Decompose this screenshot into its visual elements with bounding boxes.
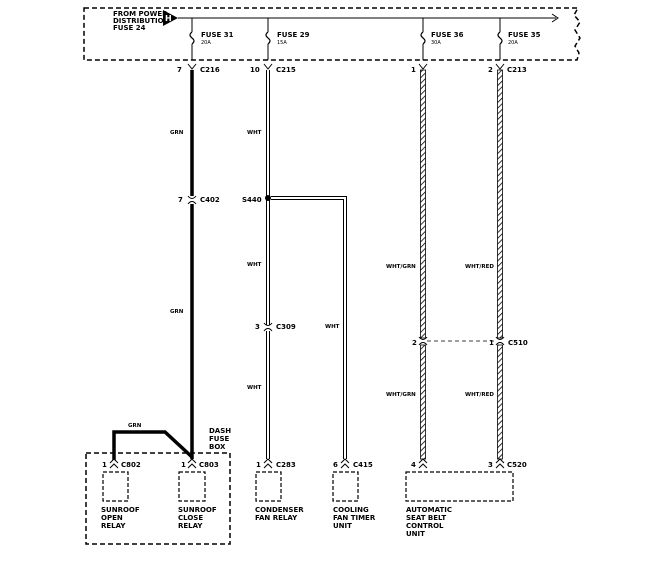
cooling-label-1: COOLING <box>333 506 369 514</box>
color-wht-mid: WHT <box>247 262 262 268</box>
svg-text:3: 3 <box>488 461 493 469</box>
svg-text:2: 2 <box>412 339 417 347</box>
svg-text:C283: C283 <box>276 461 296 469</box>
dash-fuse-box-label-1: DASH <box>209 427 231 435</box>
condenser-label-1: CONDENSER <box>255 506 304 514</box>
connector-c415: 6 C415 <box>333 458 373 469</box>
sunroof-open-relay-box <box>102 471 129 502</box>
color-grn-mid: GRN <box>170 309 184 315</box>
connector-c283: 1 C283 <box>256 458 296 469</box>
svg-text:1: 1 <box>181 461 186 469</box>
color-whtgrn-top: WHT/GRN <box>386 264 416 270</box>
connector-c213: 1 2 C213 <box>411 63 527 74</box>
sunroof-close-label-3: RELAY <box>178 522 203 530</box>
svg-text:C802: C802 <box>121 461 141 469</box>
svg-text:6: 6 <box>333 461 338 469</box>
connector-c802: 1 C802 <box>102 458 141 469</box>
svg-text:FUSE 36: FUSE 36 <box>431 31 464 39</box>
condenser-label-2: FAN RELAY <box>255 514 298 522</box>
svg-text:10: 10 <box>250 66 260 74</box>
svg-text:C213: C213 <box>507 66 527 74</box>
fuse-35: FUSE 35 20A <box>497 18 541 60</box>
svg-text:15A: 15A <box>277 40 287 46</box>
sunroof-close-relay-box <box>178 471 206 502</box>
connector-c215: 10 C215 <box>250 63 296 74</box>
svg-text:1: 1 <box>102 461 107 469</box>
wire-whtgrn-upper <box>420 69 426 339</box>
wire-whtred-upper <box>497 69 503 339</box>
connector-c402 <box>187 195 197 205</box>
seatbelt-label-3: CONTROL <box>406 522 444 530</box>
condenser-fan-relay-box <box>255 471 282 502</box>
svg-text:1: 1 <box>411 66 416 74</box>
s440-label: S440 <box>242 196 262 204</box>
cooling-label-2: FAN TIMER <box>333 514 376 522</box>
connector-c309 <box>263 322 273 332</box>
svg-text:20A: 20A <box>201 40 211 46</box>
seat-belt-control-box <box>405 471 514 502</box>
c309-label: C309 <box>276 323 296 331</box>
connector-c216: 7 C216 <box>177 63 220 74</box>
svg-text:C216: C216 <box>200 66 220 74</box>
connector-c520: 4 3 C520 <box>411 458 527 469</box>
power-distribution-box <box>83 7 581 61</box>
sunroof-open-label-1: SUNROOF <box>101 506 140 514</box>
sunroof-open-label-2: OPEN <box>101 514 123 522</box>
svg-text:FUSE 35: FUSE 35 <box>508 31 541 39</box>
power-box-label-2: DISTRIBUTION <box>113 17 170 25</box>
wire-wht-branch <box>271 196 347 459</box>
wire-grn-jumper <box>112 430 194 460</box>
svg-text:4: 4 <box>411 461 416 469</box>
svg-text:C803: C803 <box>199 461 219 469</box>
cooling-label-3: UNIT <box>333 522 352 530</box>
splice-s440 <box>265 195 271 201</box>
svg-text:C415: C415 <box>353 461 373 469</box>
seatbelt-label-4: UNIT <box>406 530 425 538</box>
c402-label: C402 <box>200 196 220 204</box>
svg-text:FUSE 29: FUSE 29 <box>277 31 310 39</box>
color-wht-low: WHT <box>247 385 262 391</box>
svg-text:C215: C215 <box>276 66 296 74</box>
svg-text:1: 1 <box>489 339 494 347</box>
svg-text:20A: 20A <box>508 40 518 46</box>
seatbelt-label-2: SEAT BELT <box>406 514 446 522</box>
svg-text:C510: C510 <box>508 339 528 347</box>
hot-symbol <box>163 10 178 26</box>
fuse-31: FUSE 31 20A <box>189 18 234 60</box>
c309-pin: 3 <box>255 323 260 331</box>
svg-text:30A: 30A <box>431 40 441 46</box>
wire-whtred-lower <box>497 344 503 460</box>
dash-fuse-box-label-3: BOX <box>209 443 226 451</box>
connector-c803: 1 C803 <box>181 458 219 469</box>
svg-text:C520: C520 <box>507 461 527 469</box>
svg-text:2: 2 <box>488 66 493 74</box>
fuse-29: FUSE 29 15A <box>265 18 310 60</box>
color-wht-top: WHT <box>247 130 262 136</box>
sunroof-open-label-3: RELAY <box>101 522 126 530</box>
color-wht-branch: WHT <box>325 324 340 330</box>
fuse-36: FUSE 36 30A <box>420 18 464 60</box>
svg-text:1: 1 <box>256 461 261 469</box>
connector-c510: 2 1 C510 <box>412 336 528 347</box>
dash-fuse-box-outline <box>85 452 231 545</box>
color-whtred-top: WHT/RED <box>465 264 494 270</box>
power-box-label-3: FUSE 24 <box>113 24 146 32</box>
c402-pin: 7 <box>178 196 183 204</box>
color-grn-jumper: GRN <box>128 423 142 429</box>
bus-end-arrow <box>551 13 559 23</box>
svg-text:7: 7 <box>177 66 182 74</box>
sunroof-close-label-2: CLOSE <box>178 514 203 522</box>
cooling-fan-timer-box <box>332 471 359 502</box>
power-box-label-1: FROM POWER <box>113 10 168 18</box>
seatbelt-label-1: AUTOMATIC <box>406 506 452 514</box>
color-whtred-low: WHT/RED <box>465 392 494 398</box>
wire-whtgrn-lower <box>420 344 426 460</box>
sunroof-close-label-1: SUNROOF <box>178 506 217 514</box>
color-whtgrn-low: WHT/GRN <box>386 392 416 398</box>
dash-fuse-box-label-2: FUSE <box>209 435 230 443</box>
hot-symbol-letter: H <box>165 14 172 23</box>
color-grn-top: GRN <box>170 130 184 136</box>
svg-text:FUSE 31: FUSE 31 <box>201 31 234 39</box>
